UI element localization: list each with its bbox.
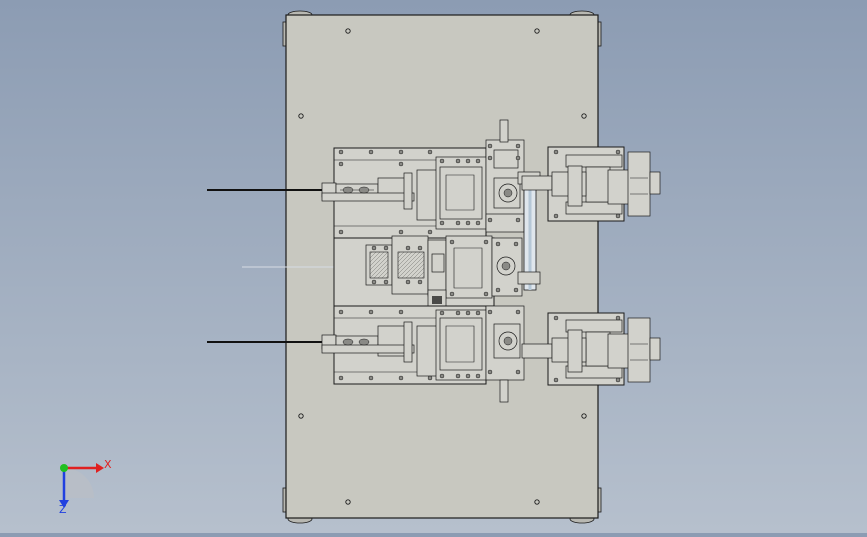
screw-head	[495, 241, 501, 247]
upper-cylinder[interactable]	[321, 172, 415, 210]
z-arrow-head	[59, 500, 69, 508]
middle-module[interactable]	[333, 235, 523, 307]
screw-head	[371, 279, 377, 285]
screw-head	[515, 155, 521, 161]
plate-mounting-holes	[298, 28, 587, 505]
screw-head	[475, 158, 481, 164]
x-arrow-head	[96, 463, 104, 473]
screw-head	[398, 161, 404, 167]
cables	[207, 189, 335, 343]
plate-hole	[345, 499, 351, 505]
screw-head	[439, 158, 445, 164]
screw-head	[553, 315, 559, 321]
lower-motor-block[interactable]	[416, 305, 525, 403]
right-lower-unit[interactable]	[521, 312, 661, 386]
screw-head	[398, 229, 404, 235]
screw-head	[615, 149, 621, 155]
screw-head	[513, 287, 519, 293]
plate-hole	[534, 28, 540, 34]
screw-head	[487, 217, 493, 223]
screw-head	[383, 279, 389, 285]
plate-hole	[298, 113, 304, 119]
lower-module[interactable]	[321, 305, 525, 403]
screw-head	[368, 375, 374, 381]
guide-rod	[517, 171, 541, 291]
screw-head	[398, 309, 404, 315]
screw-head	[427, 229, 433, 235]
z-axis-label: Z	[59, 503, 67, 516]
screw-head	[553, 377, 559, 383]
screw-head	[455, 373, 461, 379]
screw-head	[515, 309, 521, 315]
screw-head	[439, 373, 445, 379]
screw-head	[455, 220, 461, 226]
screw-head	[449, 239, 455, 245]
screw-head	[338, 229, 344, 235]
screw-head	[455, 158, 461, 164]
screw-head	[615, 315, 621, 321]
screw-head	[368, 309, 374, 315]
screw-head	[368, 149, 374, 155]
plate-hole	[581, 113, 587, 119]
screw-head	[398, 149, 404, 155]
screw-head	[483, 239, 489, 245]
screw-head	[427, 375, 433, 381]
screw-head	[513, 241, 519, 247]
screw-head	[487, 309, 493, 315]
screw-head	[417, 279, 423, 285]
plate-hole	[298, 413, 304, 419]
screw-head	[405, 279, 411, 285]
screw-head	[465, 220, 471, 226]
orientation-triad[interactable]: X Z	[59, 458, 112, 516]
screw-head	[449, 291, 455, 297]
screw-head	[405, 245, 411, 251]
screw-head	[553, 149, 559, 155]
screw-head	[465, 373, 471, 379]
screw-head	[553, 213, 559, 219]
x-axis-label: X	[104, 458, 112, 471]
screw-head	[475, 373, 481, 379]
y-axis-dot	[60, 464, 68, 472]
screw-head	[383, 245, 389, 251]
screw-head	[487, 155, 493, 161]
screw-head	[465, 310, 471, 316]
screw-head	[515, 217, 521, 223]
screw-head	[417, 245, 423, 251]
screw-heads	[338, 143, 621, 383]
screw-head	[475, 310, 481, 316]
screw-head	[439, 310, 445, 316]
screw-head	[439, 220, 445, 226]
lower-cylinder[interactable]	[321, 321, 415, 363]
screw-head	[515, 143, 521, 149]
screw-head	[615, 377, 621, 383]
screw-head	[495, 287, 501, 293]
plate-hole	[345, 28, 351, 34]
screw-head	[455, 310, 461, 316]
upper-motor-block[interactable]	[416, 119, 525, 233]
screw-head	[338, 309, 344, 315]
screw-head	[338, 161, 344, 167]
upper-module[interactable]	[321, 119, 525, 239]
screw-head	[398, 375, 404, 381]
screw-head	[615, 213, 621, 219]
plate-hole	[581, 413, 587, 419]
screw-head	[487, 143, 493, 149]
screw-head	[427, 149, 433, 155]
screw-head	[338, 149, 344, 155]
screw-head	[475, 220, 481, 226]
screw-head	[483, 291, 489, 297]
screw-head	[515, 369, 521, 375]
plate-hole	[534, 499, 540, 505]
right-upper-unit[interactable]	[521, 146, 661, 222]
screw-head	[338, 375, 344, 381]
screw-head	[371, 245, 377, 251]
screw-head	[465, 158, 471, 164]
screw-head	[487, 369, 493, 375]
